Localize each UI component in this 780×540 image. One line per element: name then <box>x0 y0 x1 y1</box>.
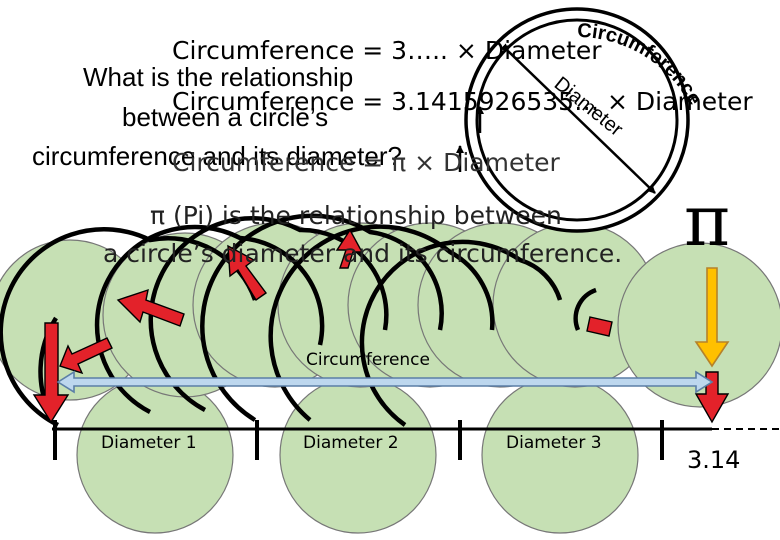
circumference-arrow-label: Circumference <box>306 350 430 370</box>
formula-pi: Circumference = π × Diameter <box>172 148 560 177</box>
red-arrow-stub <box>586 316 613 337</box>
question-line-3: circumference and its diameter? <box>32 141 402 171</box>
red-arrow-diag-4 <box>335 228 364 269</box>
question-line-2: between a circle’s <box>122 102 329 132</box>
red-arrow-right-vertical <box>694 371 730 424</box>
bottom-circle-2 <box>279 376 437 534</box>
pi-statement-line-1: π (Pi) is the relationship between <box>150 201 562 230</box>
formula-approx: Circumference = 3….. × Diameter <box>172 36 602 65</box>
rolling-circle-h <box>617 242 780 408</box>
result-value: 3.14 <box>687 446 741 474</box>
bottom-circle-3 <box>481 376 639 534</box>
diameter-arrow <box>500 43 656 194</box>
ground-ticks <box>53 420 664 460</box>
red-arrows <box>32 228 730 424</box>
red-arrow-diag-2 <box>116 288 185 327</box>
circle-diagram: Circumference Diameter <box>464 7 706 233</box>
bottom-circle-1 <box>76 376 234 534</box>
pi-symbol: π <box>684 180 731 262</box>
diameter-label-2: Diameter 2 <box>303 433 399 453</box>
circumference-arrow <box>56 370 714 394</box>
formula-pointers <box>456 106 484 172</box>
diameter-label-1: Diameter 1 <box>101 433 197 453</box>
pi-statement-line-2: a circle’s diameter and its circumferenc… <box>103 239 623 268</box>
red-arrow-left-vertical <box>32 322 70 424</box>
formula-decimal: Circumference = 3.1415926535… × Diameter <box>172 87 753 116</box>
green-circles <box>0 222 780 534</box>
red-arrow-diag-1 <box>59 337 113 375</box>
diameter-label-3: Diameter 3 <box>506 433 602 453</box>
question-line-1: What is the relationship <box>83 62 354 92</box>
red-arrow-diag-3 <box>227 244 267 302</box>
gold-arrow <box>694 267 730 368</box>
